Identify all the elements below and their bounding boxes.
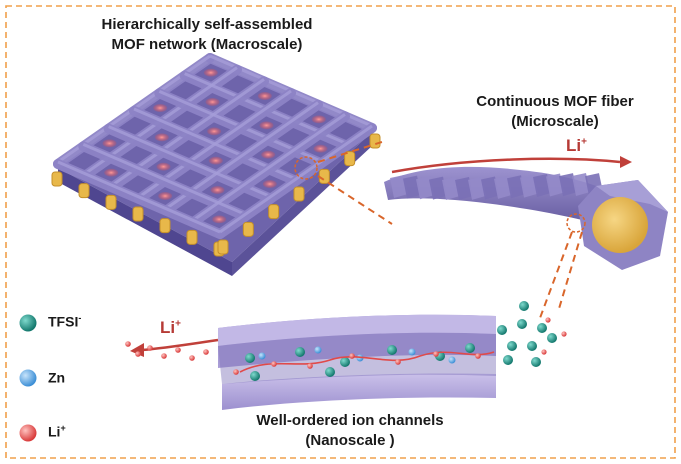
li-base: Li	[566, 136, 582, 155]
li-ion-label-nano: Li+	[160, 318, 181, 338]
nano-title-line1: Well-ordered ion channels	[256, 412, 444, 429]
zoom-line	[539, 231, 573, 319]
macroscale-label: Hierarchically self-assembled MOF networ…	[62, 15, 352, 54]
free-ions	[125, 301, 567, 367]
microscale-label: Continuous MOF fiber (Microscale)	[460, 92, 650, 131]
mof-grid-rods	[53, 53, 377, 239]
legend-item-zn: Zn	[48, 369, 65, 386]
macro-title-line1: Hierarchically self-assembled	[101, 16, 313, 33]
li-glows	[102, 68, 328, 224]
mof-fiber-illustration	[384, 156, 668, 319]
macro-title-line2: MOF network (Macroscale)	[111, 35, 303, 53]
mof-network-illustration	[51, 53, 381, 276]
zoom-circle-micro	[566, 213, 586, 233]
legend-item-li: Li+	[48, 423, 66, 440]
legend-label-li: Li+	[48, 423, 66, 440]
li-base: Li	[160, 318, 176, 337]
dashed-border	[5, 5, 676, 459]
micro-title-line2: (Microscale)	[511, 112, 599, 130]
fiber-gold-core	[592, 197, 648, 253]
li-ion-label-micro: Li+	[566, 136, 587, 156]
zoom-line	[317, 175, 393, 225]
ion-channel-illustration	[125, 301, 567, 410]
li-sup: +	[175, 318, 181, 330]
legend-ball-tfsi	[19, 314, 37, 332]
micro-title-line1: Continuous MOF fiber	[476, 93, 634, 110]
gold-rod-ends	[51, 133, 381, 257]
li-arrow-micro	[391, 157, 621, 174]
nano-title-line2: (Nanoscale )	[305, 431, 395, 449]
legend-ball-zn	[19, 369, 37, 387]
legend-label-zn: Zn	[48, 369, 66, 386]
zoom-circle-macro	[294, 156, 318, 180]
zoom-line	[557, 231, 583, 313]
channel-ions	[233, 343, 495, 381]
nanoscale-label: Well-ordered ion channels (Nanoscale )	[225, 411, 475, 450]
legend-item-tfsi: TFSI-	[48, 313, 81, 330]
li-sup: +	[581, 136, 587, 148]
legend-ball-li	[19, 424, 37, 442]
legend-label-tfsi: TFSI-	[48, 313, 82, 330]
